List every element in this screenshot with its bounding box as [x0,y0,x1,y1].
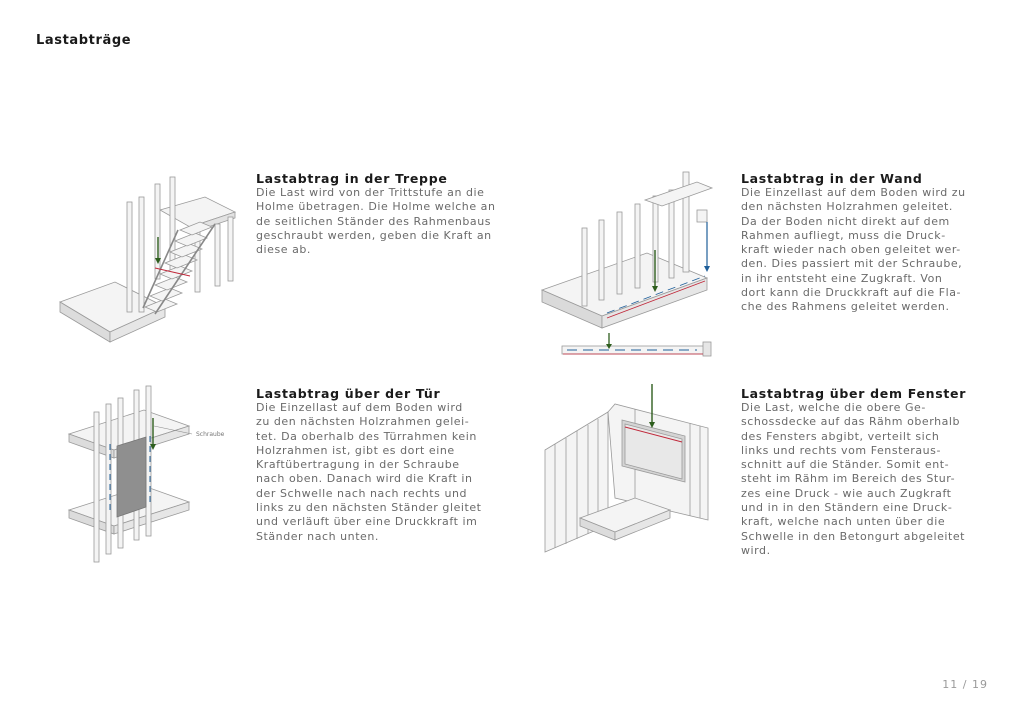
text-line: nach oben. Danach wird die Kraft in [256,472,473,486]
text-line: und in in den Ständern eine Druck- [741,501,953,515]
text-line: kraft wieder nach oben geleitet wer- [741,243,961,257]
text-line: de seitlichen Ständer des Rahmenbaus [256,214,492,228]
wall-illustration [537,168,717,364]
text-line: Die Einzellast auf dem Boden wird [256,401,463,414]
text-line: Die Einzellast auf dem Boden wird zu [741,186,966,199]
section-text: Die Last, welche die obere Ge- schossdec… [741,401,966,558]
text-line: schossdecke auf das Rähm oberhalb [741,415,961,429]
text-line: den nächsten Holzrahmen geleitet. [741,200,953,214]
text-line: des Fensters abgibt, verteilt sich [741,429,940,443]
text-line: Die Last, welche die obere Ge- [741,401,926,414]
text-line: der Schwelle nach nach rechts und [256,486,468,500]
text-line: kraft, welche nach unten über die [741,515,946,529]
text-line: wird. [741,543,771,557]
text-line: Ständer nach unten. [256,529,379,543]
section-heading: Lastabtrag über dem Fenster [741,386,967,401]
window-illustration [540,380,718,558]
section-heading: Lastabtrag in der Wand [741,171,923,186]
text-line: in ihr entsteht eine Zugkraft. Von [741,271,943,285]
text-line: und verläuft über eine Druckkraft im [256,515,478,529]
text-line: geschraubt werden, geben die Kraft an [256,228,492,242]
section-text: Die Einzellast auf dem Boden wird zu den… [256,401,482,544]
door-illustration: Schraube [64,382,254,567]
text-line: links und rechts vom Fensteraus- [741,443,941,457]
section-door: Lastabtrag über der Tür Die Einzellast a… [256,386,482,544]
text-line: zu den nächsten Holzrahmen gelei- [256,415,470,429]
text-line: schnitt auf die Ständer. Somit ent- [741,458,950,472]
section-stair: Lastabtrag in der Treppe Die Last wird v… [256,171,496,257]
text-line: diese ab. [256,243,311,257]
page-title: Lastabträge [36,33,132,48]
stair-illustration [55,172,250,350]
text-line: Holme übetragen. Die Holme welche an [256,200,496,214]
text-line: steht im Rähm im Bereich des Stur- [741,472,956,486]
text-line: che des Rahmens geleitet werden. [741,300,950,314]
section-window: Lastabtrag über dem Fenster Die Last, we… [741,386,966,558]
text-line: Schwelle in den Betongurt abgeleitet [741,529,966,543]
text-line: Die Last wird von der Trittstufe an die [256,186,485,199]
text-line: den. Dies passiert mit der Schraube, [741,257,963,271]
text-line: tet. Da oberhalb des Türrahmen kein [256,429,477,443]
section-wall: Lastabtrag in der Wand Die Einzellast au… [741,171,966,315]
text-line: links zu den nächsten Ständer gleitet [256,501,482,515]
text-line: Da der Boden nicht direkt auf dem [741,214,950,228]
text-line: dort kann die Druckkraft auf die Fla- [741,286,962,300]
section-text: Die Last wird von der Trittstufe an die … [256,186,496,257]
section-text: Die Einzellast auf dem Boden wird zu den… [741,186,966,315]
text-line: Kraftübertragung in der Schraube [256,458,460,472]
section-heading: Lastabtrag in der Treppe [256,171,448,186]
schraube-annotation: Schraube [196,431,225,438]
text-line: Rahmen aufliegt, muss die Druck- [741,228,946,242]
text-line: zes eine Druck - wie auch Zugkraft [741,486,952,500]
page-number: 11 / 19 [942,678,988,691]
section-heading: Lastabtrag über der Tür [256,386,441,401]
text-line: Holzrahmen ist, gibt es dort eine [256,443,455,457]
